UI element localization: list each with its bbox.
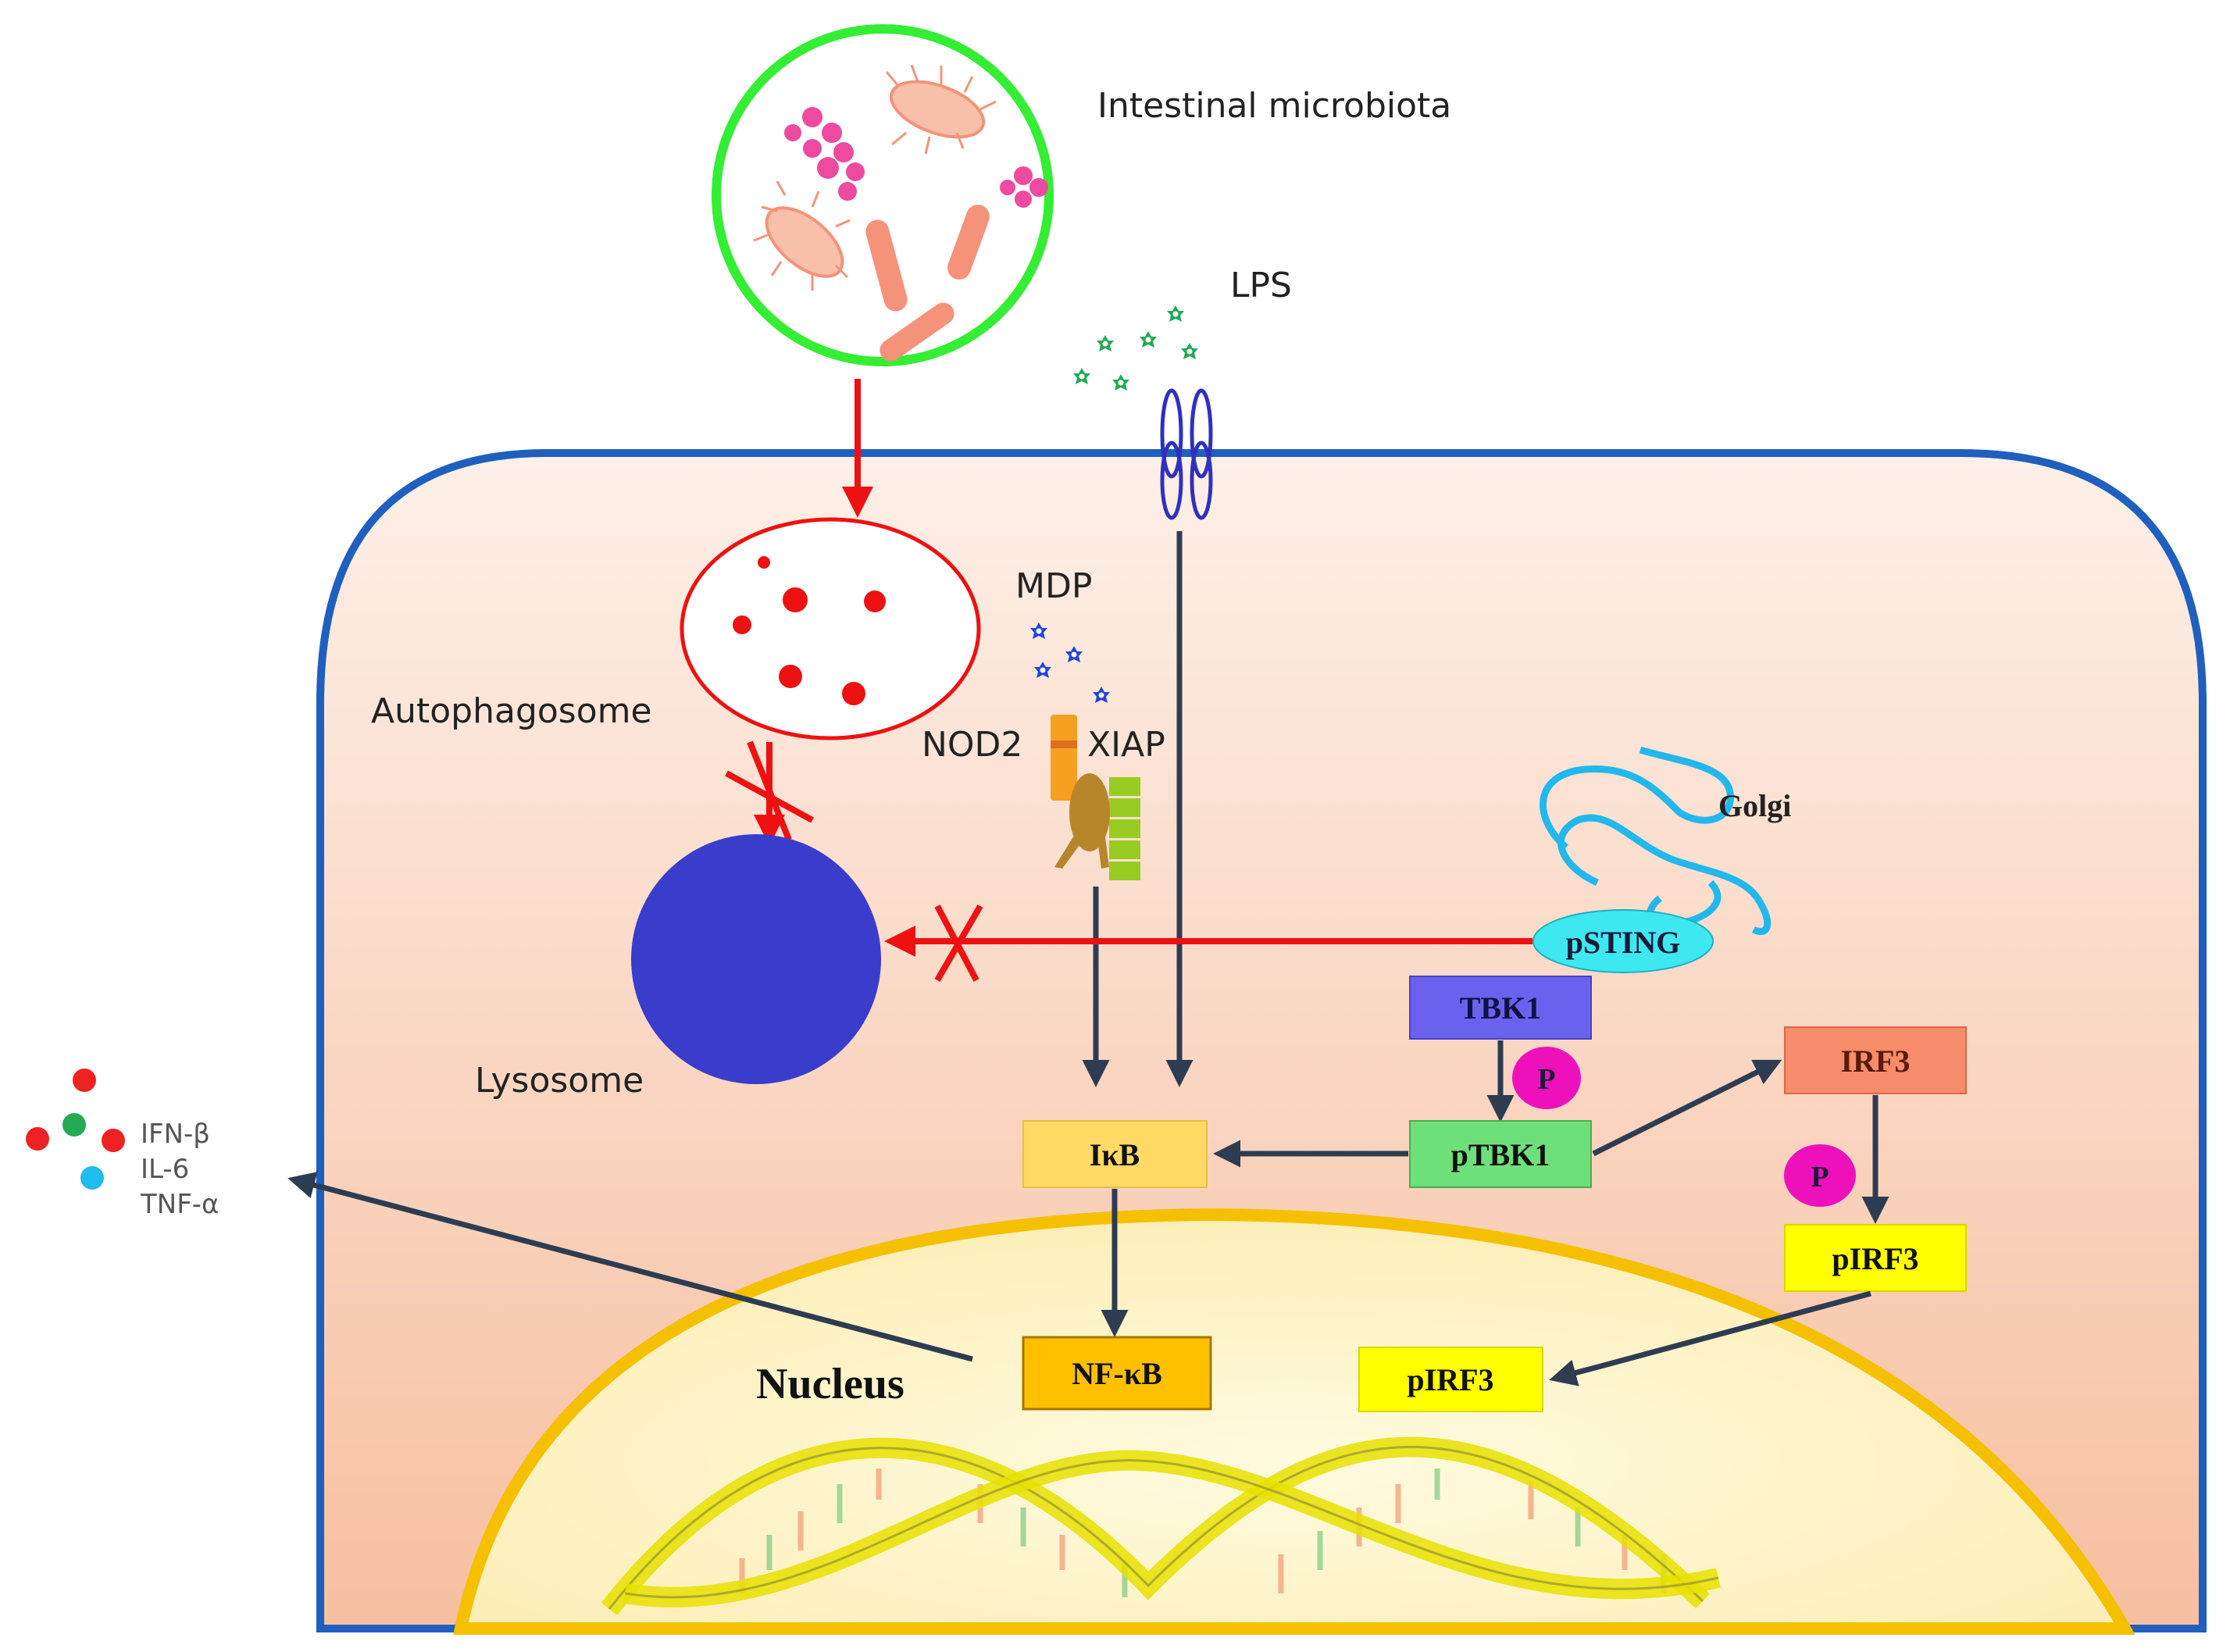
cytokine-il6-label: IL-6 bbox=[141, 1154, 189, 1185]
cytokine-particles bbox=[26, 1069, 125, 1190]
ptbk1-label: pTBK1 bbox=[1451, 1137, 1550, 1172]
golgi-label: Golgi bbox=[1718, 788, 1791, 823]
xiap-label: XIAP bbox=[1087, 725, 1165, 765]
lysosome bbox=[631, 834, 881, 1084]
blocked-degradation-mark bbox=[934, 904, 983, 983]
pirf3-nuc-label: pIRF3 bbox=[1407, 1362, 1493, 1397]
blocked-fusion-mark bbox=[725, 740, 814, 841]
irf3-node bbox=[1784, 1026, 1967, 1094]
lysosome-label: Lysosome bbox=[475, 1061, 644, 1101]
nfkb-node bbox=[1022, 1336, 1212, 1411]
tbk1-node bbox=[1409, 976, 1592, 1040]
phospho-badge-2 bbox=[1784, 1144, 1856, 1207]
irf3-label: IRF3 bbox=[1841, 1044, 1911, 1079]
dna-helix bbox=[601, 1436, 1721, 1616]
tlr4-receptor bbox=[1160, 388, 1213, 520]
ikb-node bbox=[1022, 1120, 1208, 1188]
cytokine-tnfa-label: TNF-α bbox=[140, 1189, 219, 1220]
microbiota-label: Intestinal microbiota bbox=[1097, 86, 1451, 126]
pirf3-translocation-arrow bbox=[1549, 1290, 1871, 1386]
pirf3-nuc-node bbox=[1358, 1347, 1543, 1412]
ikb-label: IκB bbox=[1090, 1137, 1140, 1172]
ptbk1-to-irf3-arrow bbox=[1592, 1059, 1782, 1157]
microbiota-circle bbox=[712, 24, 1054, 366]
mdp-label: MDP bbox=[1015, 566, 1092, 606]
pirf3-cyto-node bbox=[1784, 1224, 1967, 1292]
nucleus bbox=[453, 1208, 2135, 1635]
phospho-badge-2-label: P bbox=[1811, 1161, 1829, 1194]
autophagosome bbox=[680, 517, 981, 740]
psting-node bbox=[1532, 909, 1714, 973]
lps-label: LPS bbox=[1230, 266, 1292, 305]
phospho-badge-1 bbox=[1512, 1047, 1581, 1109]
pirf3-cyto-label: pIRF3 bbox=[1832, 1241, 1918, 1276]
nod2-xiap-complex bbox=[1051, 715, 1140, 880]
psting-label: pSTING bbox=[1566, 925, 1681, 960]
tbk1-label: TBK1 bbox=[1460, 990, 1541, 1026]
autophagosome-label: Autophagosome bbox=[371, 691, 652, 731]
nfkb-to-cytokines-arrow bbox=[287, 1172, 973, 1362]
cytokine-ifnb-label: IFN-β bbox=[141, 1119, 210, 1150]
ptbk1-node bbox=[1409, 1120, 1592, 1188]
nfkb-label: NF-κB bbox=[1072, 1356, 1162, 1391]
nucleus-label: Nucleus bbox=[756, 1360, 904, 1408]
phospho-badge-1-label: P bbox=[1537, 1063, 1555, 1096]
nod2-label: NOD2 bbox=[922, 725, 1022, 765]
lps-particles bbox=[1073, 305, 1198, 391]
